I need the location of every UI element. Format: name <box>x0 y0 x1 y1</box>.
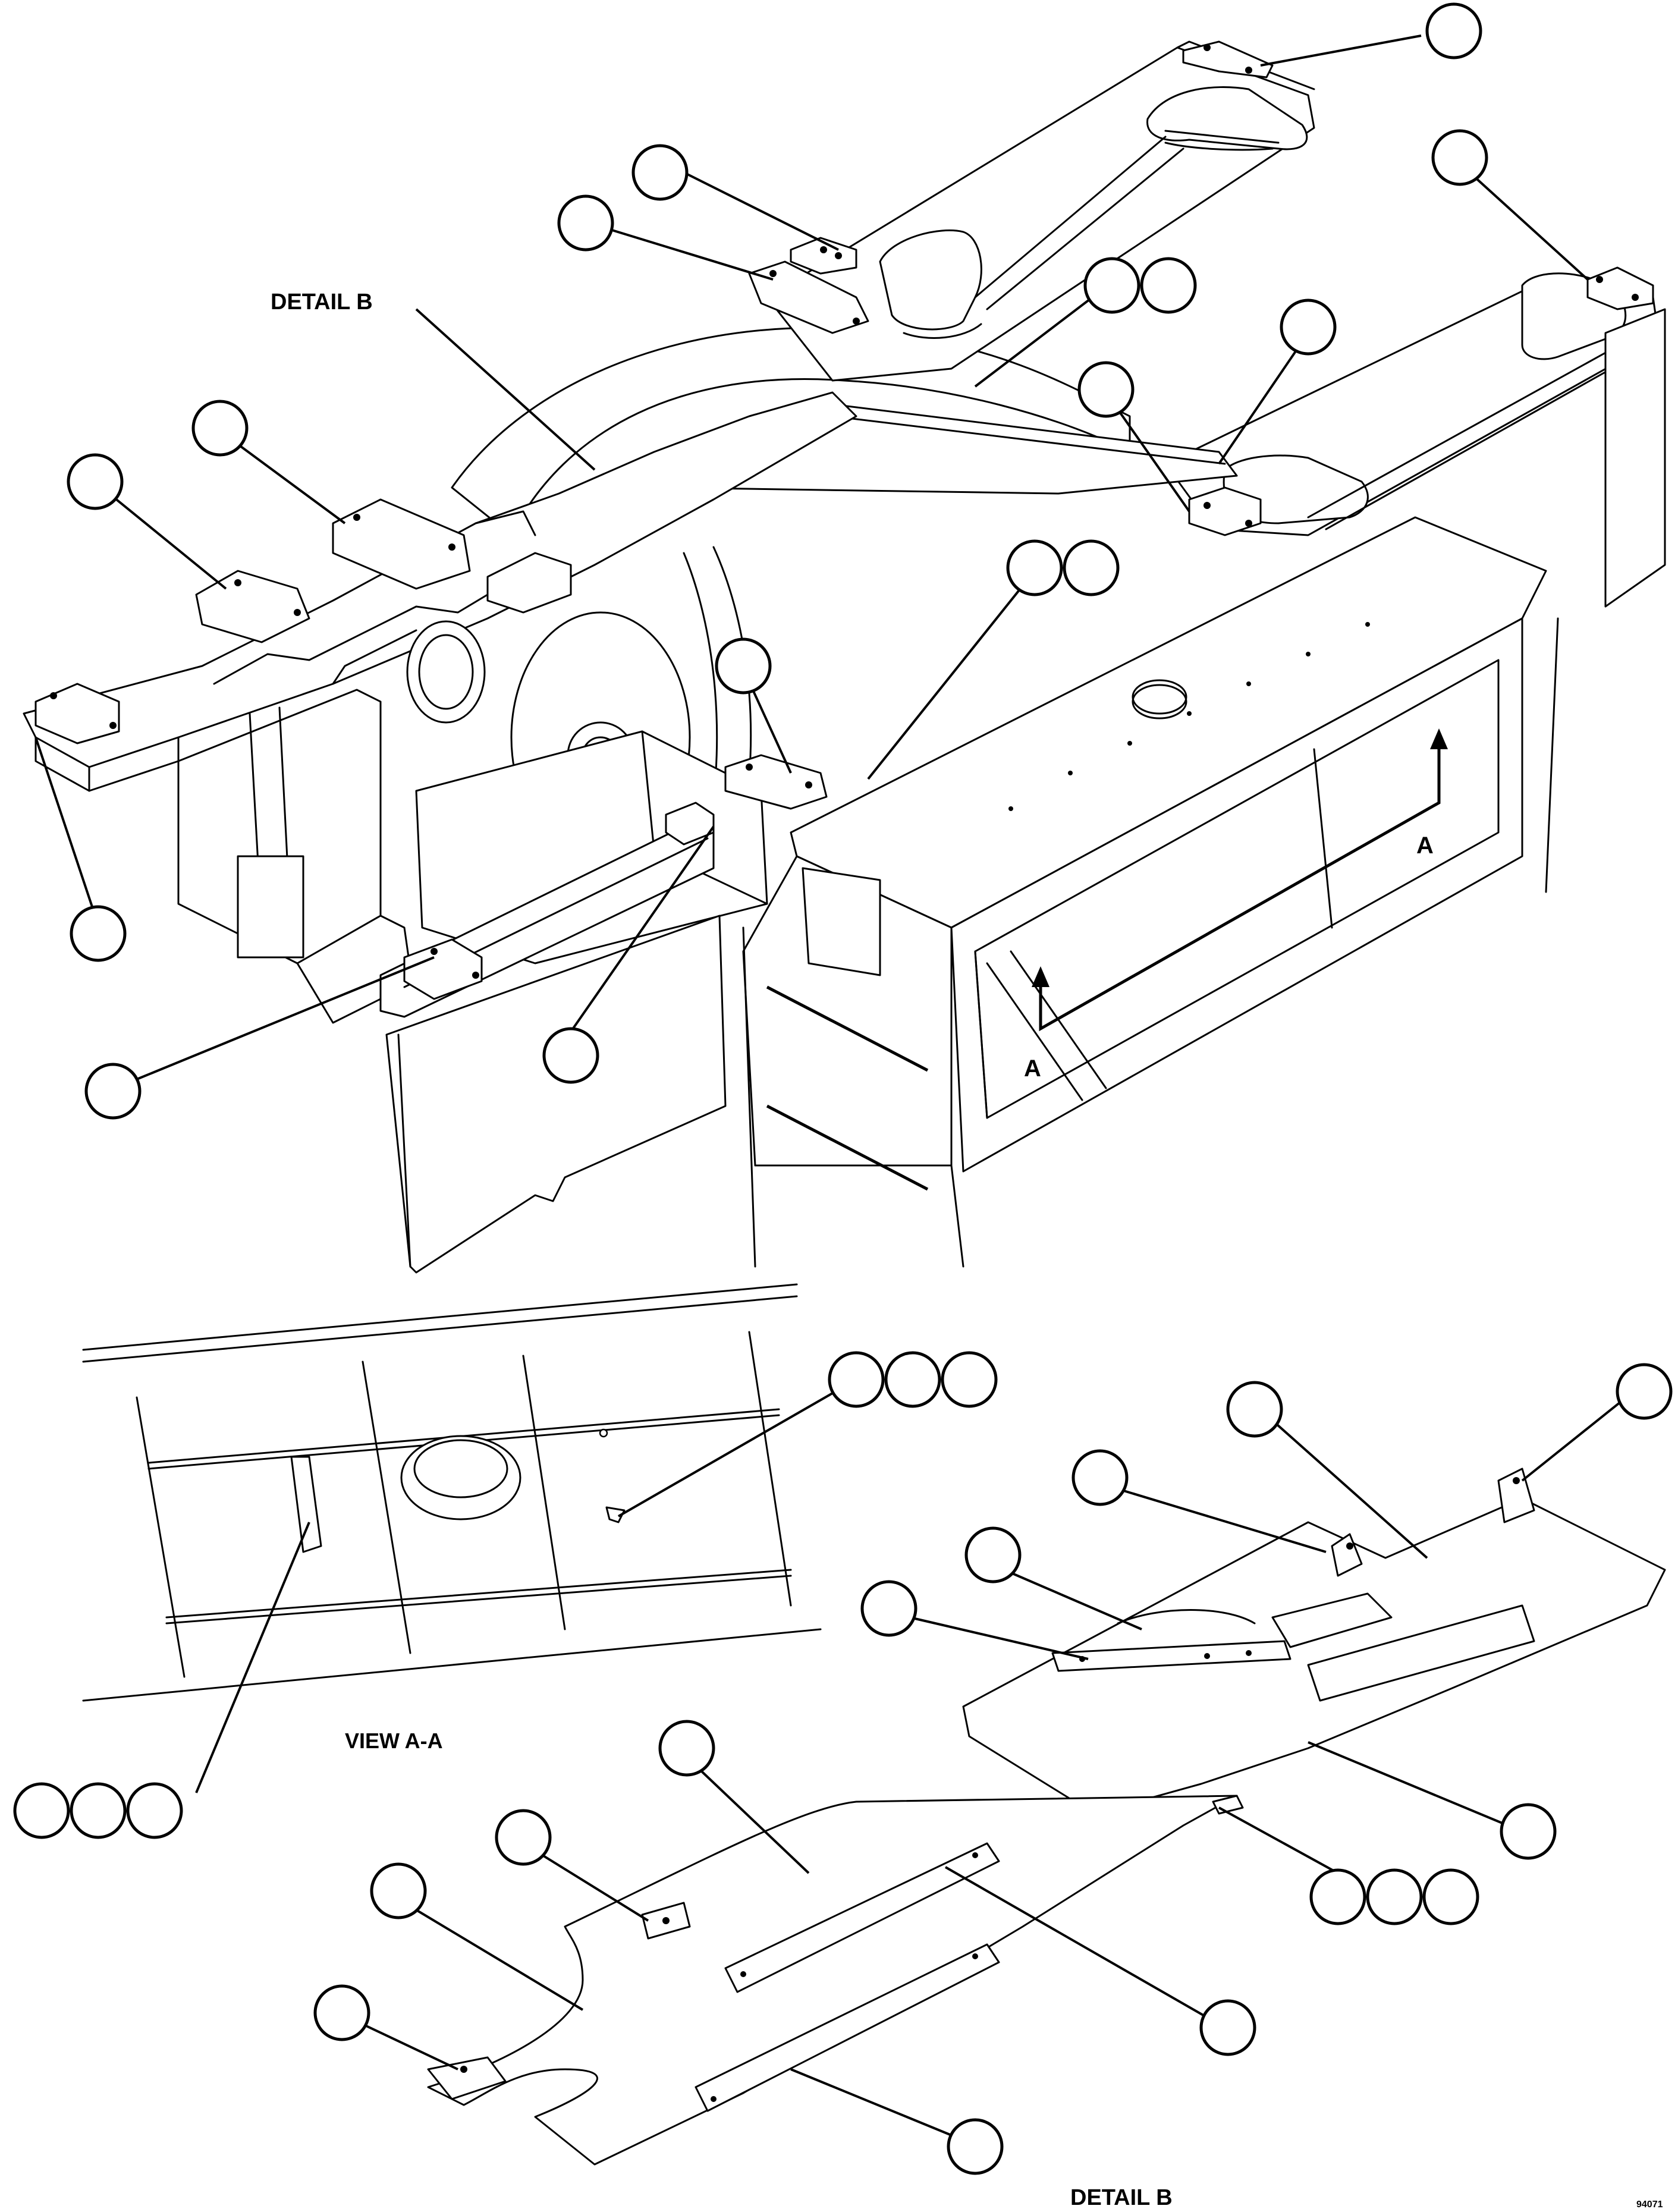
view-aa-bracket <box>290 1456 322 1553</box>
section-line-a-a <box>1039 749 1441 1032</box>
callout-balloon <box>658 1720 715 1777</box>
callout-balloon <box>941 1351 998 1408</box>
callout-balloon <box>542 1027 599 1084</box>
callout-balloon <box>1071 1449 1129 1506</box>
callout-balloon <box>1422 1868 1479 1925</box>
view-a-a: VIEW A-A <box>82 1283 822 1753</box>
callout-balloon <box>70 905 127 962</box>
callout-balloon <box>631 144 689 201</box>
beam-gusset-left <box>879 229 982 331</box>
callout-balloon <box>370 1862 427 1919</box>
callout-balloon <box>1309 1868 1366 1925</box>
callout-balloon <box>1280 299 1337 356</box>
callout-balloon <box>884 1351 941 1408</box>
callout-balloon <box>1077 361 1135 418</box>
callout-balloon <box>1425 2 1482 59</box>
callout-balloon <box>13 1782 70 1839</box>
bolt-markers <box>50 44 1639 979</box>
hood-side-face <box>950 617 1523 1173</box>
hood-access-door <box>802 867 881 976</box>
section-arrow-label-right: A <box>1416 832 1434 859</box>
callout-balloon <box>1199 1999 1256 2056</box>
callout-balloon <box>126 1782 183 1839</box>
detail-b-lower-plate <box>427 1795 1238 2166</box>
section-arrow-label-left: A <box>1024 1055 1041 1082</box>
callout-balloon <box>964 1526 1022 1583</box>
callout-balloon <box>1140 257 1197 314</box>
drawing-number: 94071 <box>1636 2200 1663 2210</box>
callout-balloon <box>1616 1363 1673 1420</box>
callout-balloon <box>1083 257 1140 314</box>
callout-balloon <box>557 194 614 252</box>
callout-balloon <box>860 1580 917 1637</box>
wheel-housing <box>451 326 1131 536</box>
callouts <box>13 2 1673 2175</box>
main-assembly: DETAIL B A A <box>23 40 1666 1274</box>
hood-front-face <box>742 855 953 1167</box>
callout-balloon <box>67 453 124 510</box>
callout-balloon <box>1366 1868 1423 1925</box>
view-aa-ring <box>400 1435 521 1520</box>
callout-balloon <box>1063 539 1120 596</box>
front-left-mudflap <box>385 915 727 1274</box>
detail-b-bottom: DETAIL B 94071 <box>427 1795 1663 2210</box>
hood-cap <box>1132 684 1187 719</box>
callout-balloon <box>84 1063 142 1120</box>
view-aa-label: VIEW A-A <box>345 1729 443 1753</box>
callout-balloon <box>313 1984 370 2041</box>
callout-balloon <box>1431 129 1488 186</box>
callout-balloon <box>715 637 772 695</box>
detail-b-reference-top: DETAIL B <box>271 290 373 315</box>
rear-right-panel <box>1604 308 1666 608</box>
callout-balloon <box>1500 1803 1557 1860</box>
callout-balloon <box>947 2118 1004 2175</box>
front-mount-block <box>403 938 483 1000</box>
front-mount-block-right <box>665 802 715 846</box>
callout-balloon <box>1006 539 1063 596</box>
callout-balloon <box>1226 1381 1283 1438</box>
callout-balloon <box>191 400 249 457</box>
callout-balloon <box>828 1351 885 1408</box>
callout-balloon <box>495 1809 552 1866</box>
callout-balloon <box>70 1782 127 1839</box>
detail-b-reference-bottom: DETAIL B <box>1070 2185 1173 2210</box>
left-bracket-plate <box>237 855 304 959</box>
detail-b-right <box>962 1468 1666 1815</box>
